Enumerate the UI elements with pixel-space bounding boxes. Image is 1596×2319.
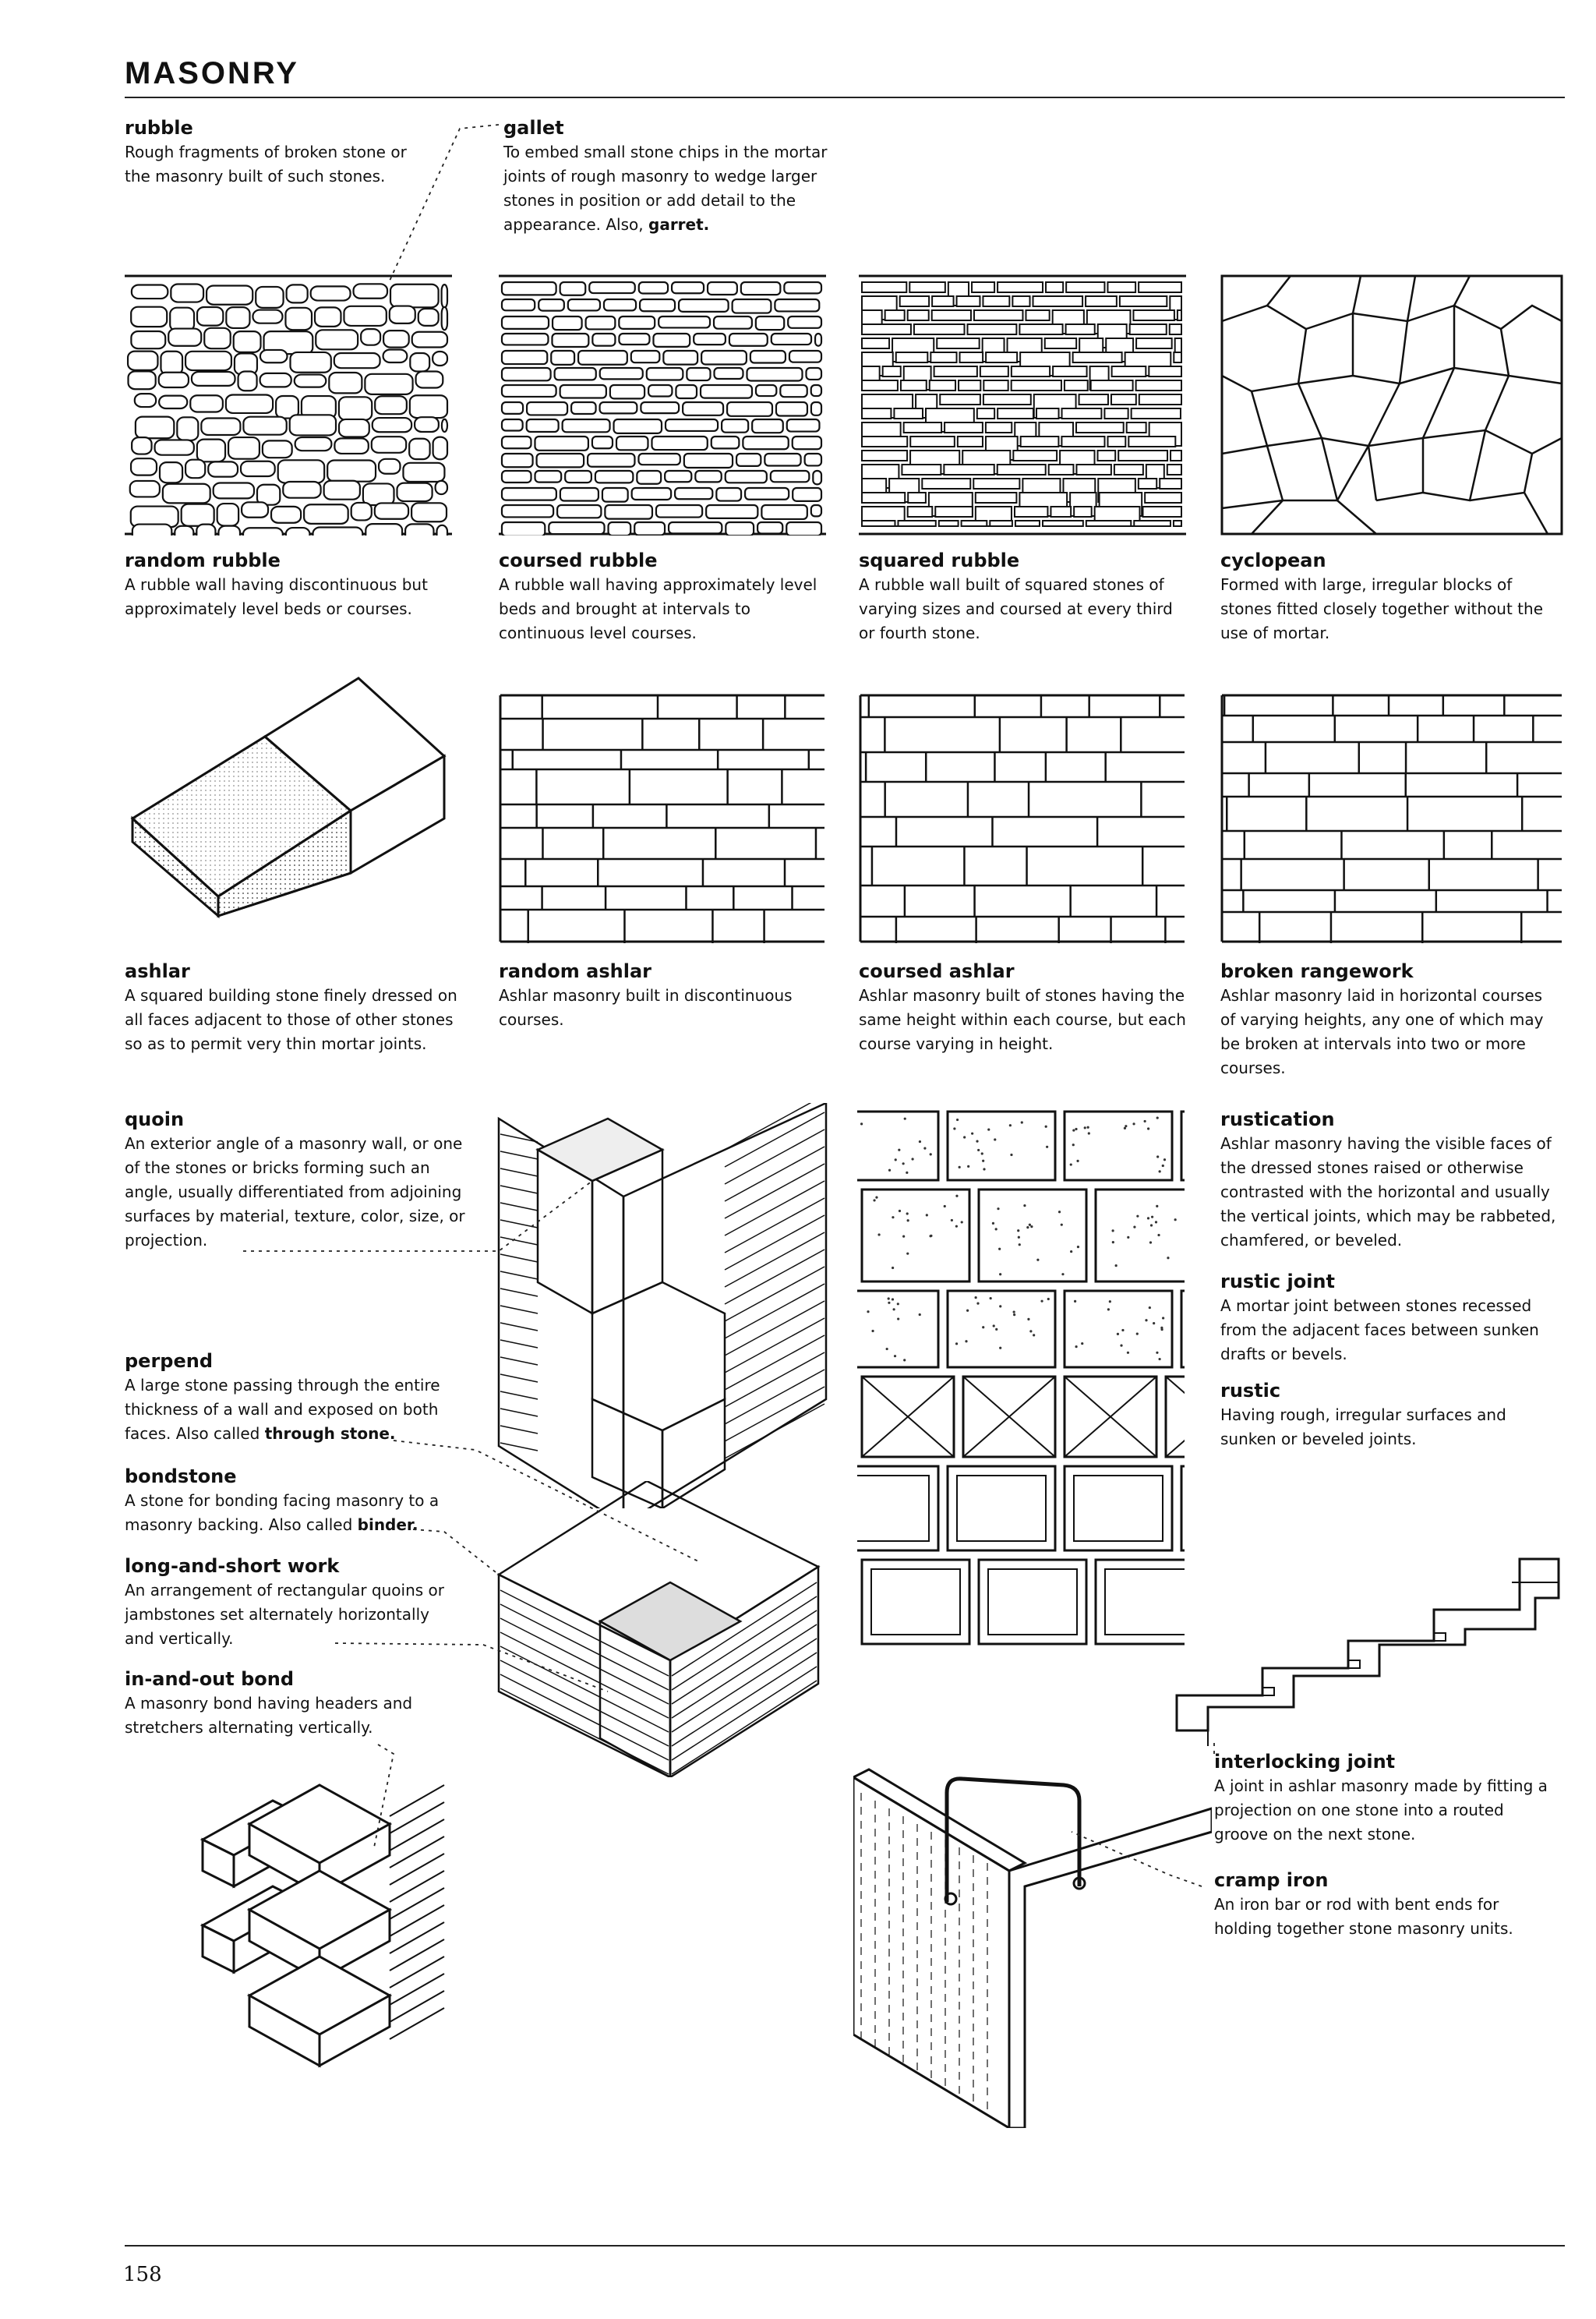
footer-rule: [125, 2245, 1565, 2247]
rustication-illustration: [857, 1107, 1185, 1653]
term-title: random ashlar: [499, 960, 651, 982]
term-title: in-and-out bond: [125, 1668, 295, 1690]
in-and-out-bond-illustration: [195, 1769, 452, 2097]
term-title: cramp iron: [1214, 1869, 1329, 1891]
entry-bondstone: bondstone A stone for bonding facing mas…: [125, 1465, 460, 1537]
term-title: perpend: [125, 1350, 214, 1372]
entry-quoin: quoin An exterior angle of a masonry wal…: [125, 1108, 468, 1253]
term-definition: A masonry bond having headers and stretc…: [125, 1694, 413, 1737]
term-title: rustic joint: [1220, 1271, 1335, 1292]
entry-ashlar: ashlar A squared building stone finely d…: [125, 960, 460, 1056]
term-definition: A rubble wall having approximately level…: [499, 575, 817, 642]
term-title: cyclopean: [1220, 550, 1326, 571]
term-definition: A squared building stone finely dressed …: [125, 986, 457, 1053]
term-title: broken rangework: [1220, 960, 1414, 982]
term-definition: Having rough, irregular surfaces and sun…: [1220, 1405, 1506, 1448]
term-title: rustic: [1220, 1380, 1281, 1402]
term-title: long-and-short work: [125, 1555, 340, 1577]
term-title: gallet: [503, 117, 564, 139]
term-title: random rubble: [125, 550, 281, 571]
term-title: quoin: [125, 1108, 185, 1130]
cramp-iron-illustration: [853, 1762, 1212, 2128]
term-definition: Formed with large, irregular blocks of s…: [1220, 575, 1544, 642]
term-title: coursed ashlar: [859, 960, 1015, 982]
entry-long-and-short-work: long-and-short work An arrangement of re…: [125, 1555, 460, 1651]
entry-squared-rubble: squared rubble A rubble wall built of sq…: [859, 550, 1186, 645]
entry-rustication: rustication Ashlar masonry having the vi…: [1220, 1108, 1563, 1253]
term-title: interlocking joint: [1214, 1751, 1396, 1773]
term-title: rubble: [125, 117, 193, 139]
entry-rustic-joint: rustic joint A mortar joint between ston…: [1220, 1271, 1548, 1366]
entry-coursed-ashlar: coursed ashlar Ashlar masonry built of s…: [859, 960, 1186, 1056]
term-title: coursed rubble: [499, 550, 658, 571]
term-title: rustication: [1220, 1108, 1335, 1130]
header-rule: [125, 97, 1565, 98]
term-definition: Ashlar masonry built of stones having th…: [859, 986, 1186, 1053]
coursed-ashlar-illustration: [859, 694, 1186, 943]
quoin-corner-illustration: [491, 1103, 834, 1508]
entry-gallet: gallet To embed small stone chips in the…: [503, 117, 846, 237]
broken-rangework-illustration: [1220, 694, 1563, 943]
term-definition: An arrangement of rectangular quoins or …: [125, 1581, 444, 1648]
term-definition: A mortar joint between stones recessed f…: [1220, 1296, 1539, 1363]
term-title: bondstone: [125, 1465, 237, 1487]
term-title: squared rubble: [859, 550, 1020, 571]
term-definition: A rubble wall built of squared stones of…: [859, 575, 1173, 642]
term-definition: An iron bar or rod with bent ends for ho…: [1214, 1895, 1513, 1938]
entry-coursed-rubble: coursed rubble A rubble wall having appr…: [499, 550, 826, 645]
entry-in-and-out-bond: in-and-out bond A masonry bond having he…: [125, 1668, 460, 1740]
long-and-short-work-illustration: [491, 1481, 834, 1777]
term-definition: A stone for bonding facing masonry to a …: [125, 1491, 440, 1534]
entry-cyclopean: cyclopean Formed with large, irregular b…: [1220, 550, 1548, 645]
entry-rubble: rubble Rough fragments of broken stone o…: [125, 117, 436, 189]
term-definition: A rubble wall having discontinuous but a…: [125, 575, 428, 618]
term-definition: Ashlar masonry laid in horizontal course…: [1220, 986, 1544, 1077]
random-ashlar-illustration: [499, 694, 826, 943]
squared-rubble-illustration: [859, 274, 1186, 536]
entry-rustic: rustic Having rough, irregular surfaces …: [1220, 1380, 1548, 1451]
term-definition: Rough fragments of broken stone or the m…: [125, 143, 407, 186]
term-definition: A large stone passing through the entire…: [125, 1376, 440, 1443]
term-title: ashlar: [125, 960, 190, 982]
entry-interlocking-joint: interlocking joint A joint in ashlar mas…: [1214, 1751, 1557, 1847]
coursed-rubble-illustration: [499, 274, 826, 536]
page-number: 158: [123, 2263, 162, 2286]
term-definition: An exterior angle of a masonry wall, or …: [125, 1134, 465, 1250]
entry-random-ashlar: random ashlar Ashlar masonry built in di…: [499, 960, 810, 1032]
term-definition: Ashlar masonry having the visible faces …: [1220, 1134, 1556, 1250]
term-definition: To embed small stone chips in the mortar…: [503, 143, 828, 234]
entry-random-rubble: random rubble A rubble wall having disco…: [125, 550, 452, 621]
ashlar-block-illustration: [125, 663, 452, 920]
page-header: MASONRY: [125, 56, 299, 90]
random-rubble-illustration: [125, 274, 452, 536]
term-definition: A joint in ashlar masonry made by fittin…: [1214, 1776, 1548, 1844]
entry-broken-rangework: broken rangework Ashlar masonry laid in …: [1220, 960, 1548, 1080]
cyclopean-illustration: [1220, 274, 1563, 536]
entry-perpend: perpend A large stone passing through th…: [125, 1350, 460, 1446]
entry-cramp-iron: cramp iron An iron bar or rod with bent …: [1214, 1869, 1557, 1941]
term-definition: Ashlar masonry built in discontinuous co…: [499, 986, 793, 1029]
interlocking-joint-illustration: [1169, 1551, 1574, 1754]
